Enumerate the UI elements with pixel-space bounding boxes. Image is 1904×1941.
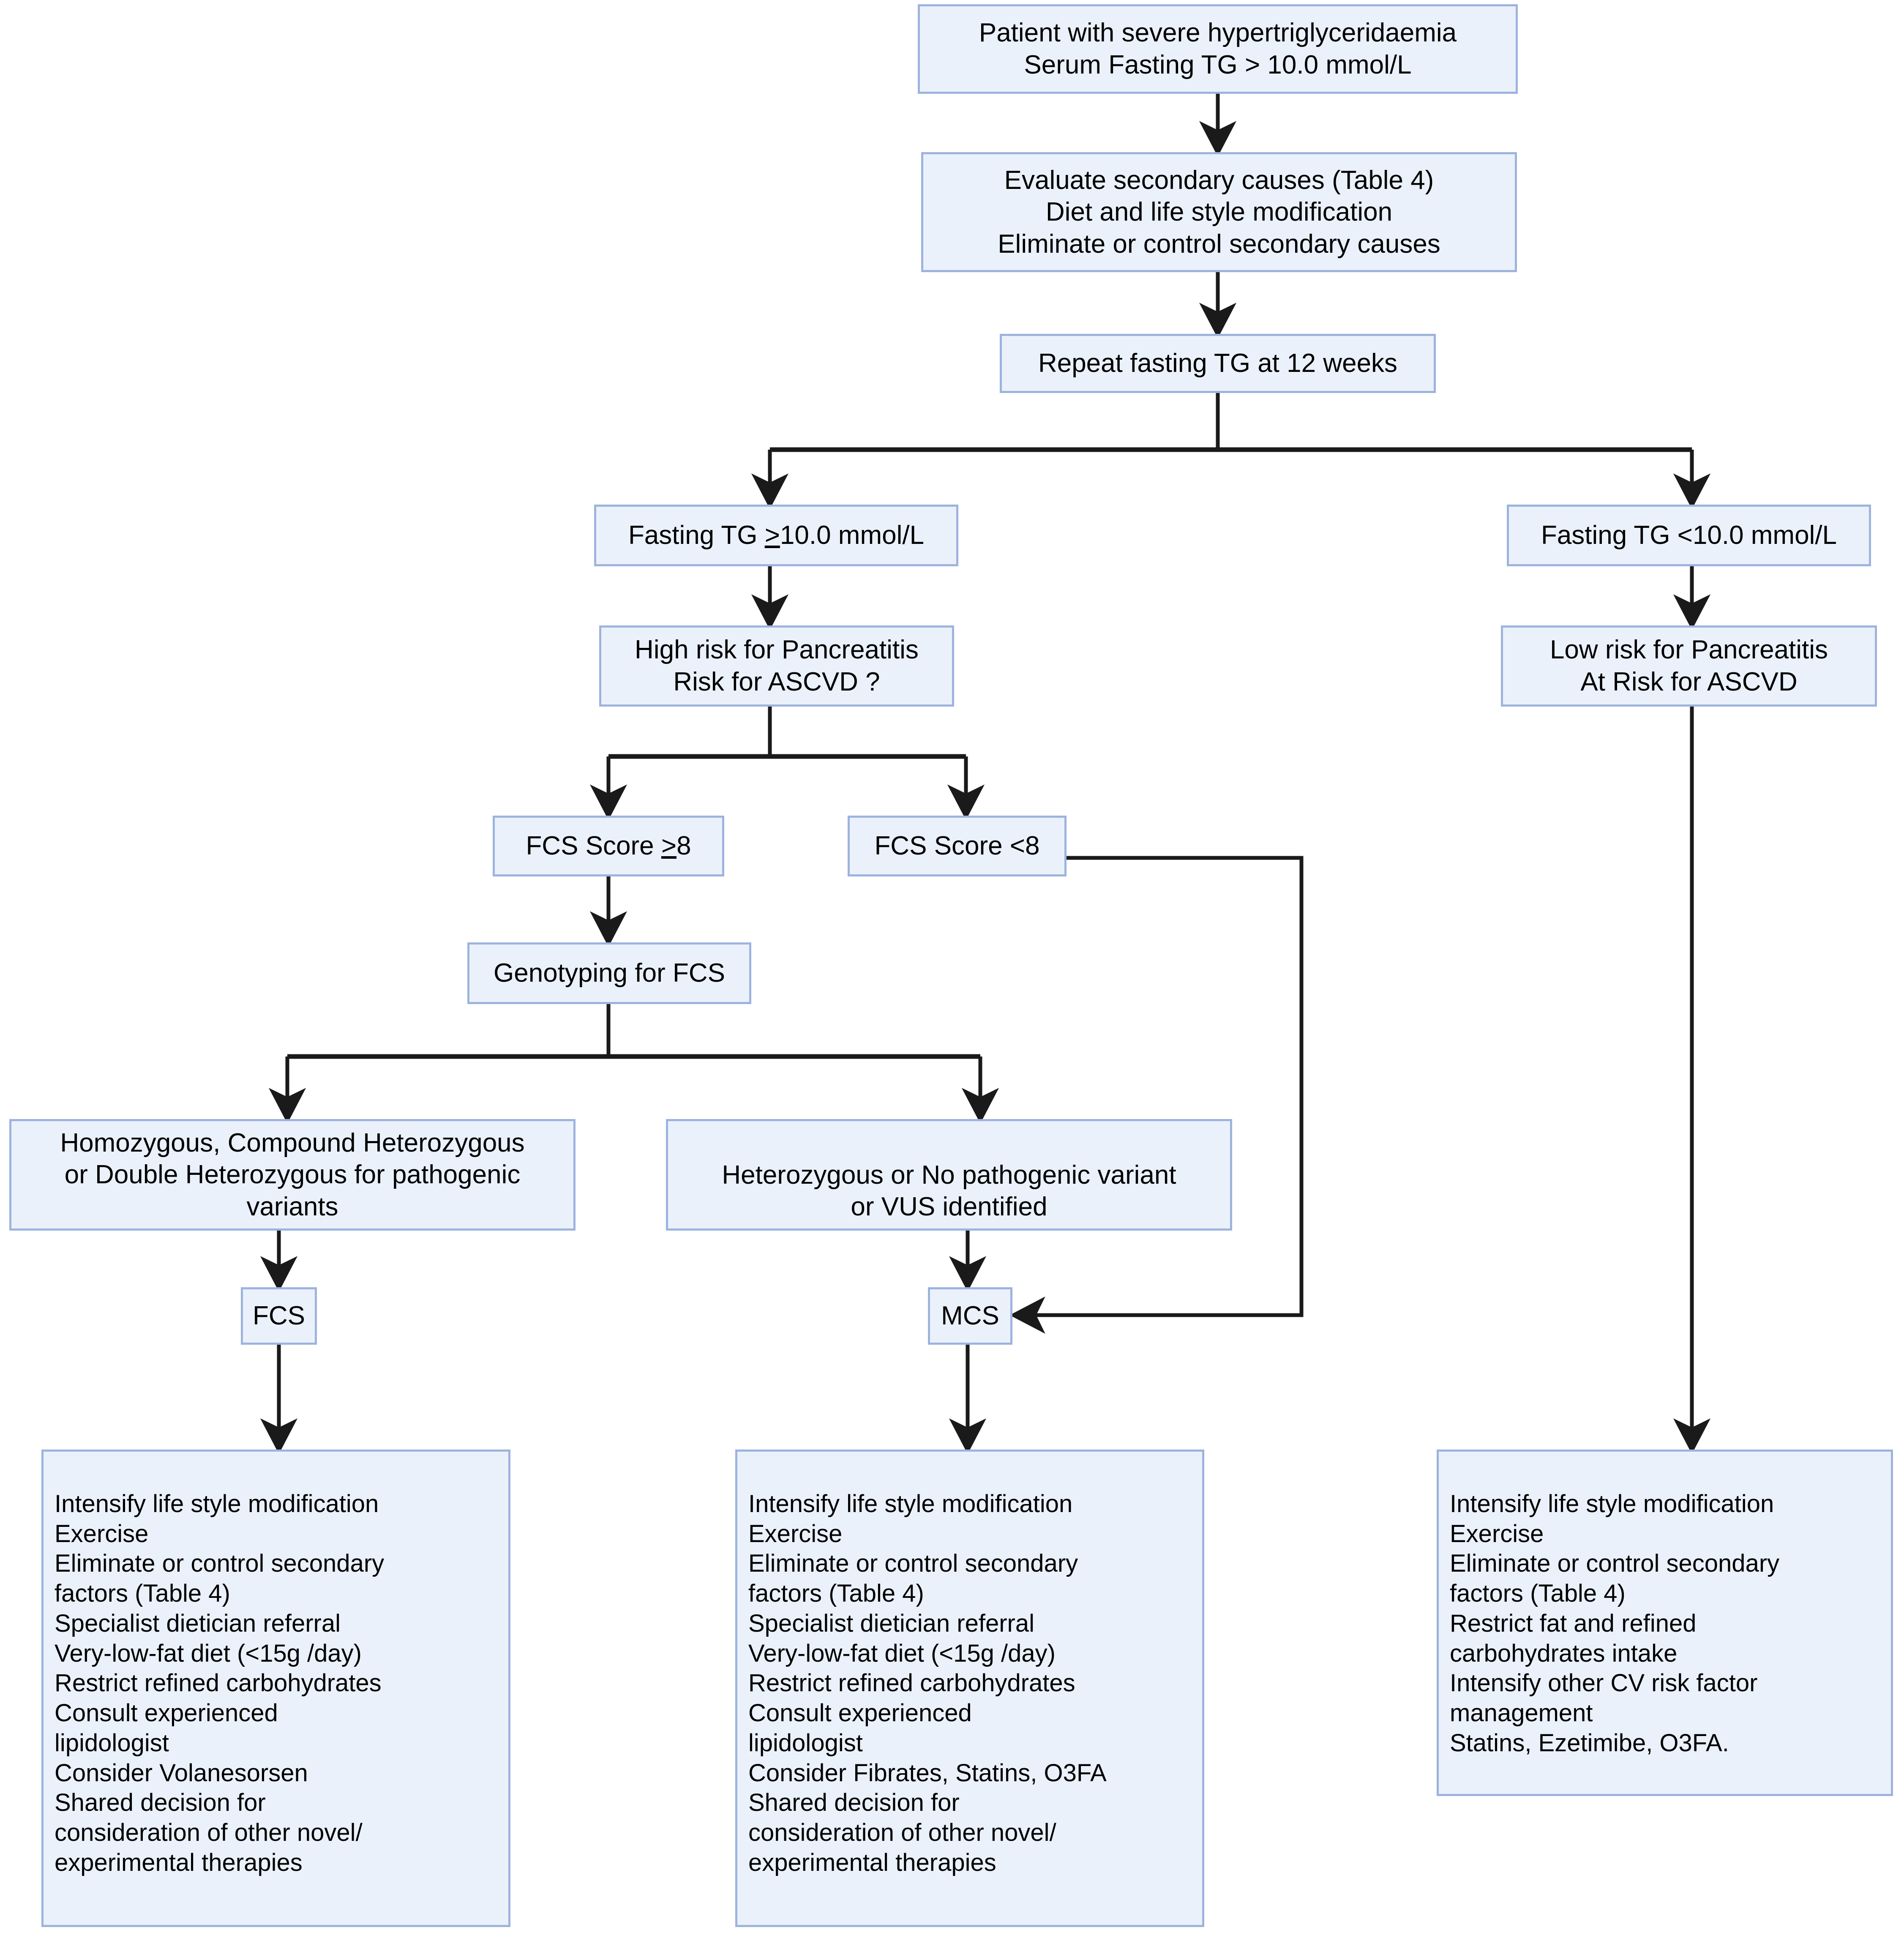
node-fcs-ge8-label: FCS Score >8	[526, 831, 691, 861]
node-low-risk-pancreatitis[interactable]: Low risk for Pancreatitis At Risk for AS…	[1501, 625, 1877, 707]
node-fasting-tg-low[interactable]: Fasting TG <10.0 mmol/L	[1507, 505, 1871, 566]
node-homozygous-label: Homozygous, Compound Heterozygous or Dou…	[60, 1128, 525, 1221]
node-tg-high-label: Fasting TG >10.0 mmol/L	[628, 521, 925, 550]
node-low-risk-label: Low risk for Pancreatitis At Risk for AS…	[1549, 635, 1828, 696]
node-heterozygous-label: Heterozygous or No pathogenic variant or…	[722, 1160, 1176, 1222]
node-evaluate-secondary-causes[interactable]: Evaluate secondary causes (Table 4) Diet…	[921, 152, 1517, 272]
greater-or-equal-glyph: >	[661, 831, 677, 861]
node-mcs-label: MCS	[941, 1301, 999, 1331]
node-patient-label: Patient with severe hypertriglyceridaemi…	[979, 18, 1457, 79]
node-treatment-fcs-label: Intensify life style modification Exerci…	[55, 1490, 385, 1876]
node-heterozygous-variants[interactable]: Heterozygous or No pathogenic variant or…	[666, 1119, 1232, 1231]
node-fcs-score-lt8[interactable]: FCS Score <8	[848, 816, 1067, 876]
node-fasting-tg-high[interactable]: Fasting TG >10.0 mmol/L	[594, 505, 958, 566]
greater-or-equal-glyph: >	[764, 521, 780, 550]
edge-lt8-to-mcs	[1009, 856, 1304, 1334]
node-repeat-label: Repeat fasting TG at 12 weeks	[1038, 349, 1398, 378]
node-fcs-lt8-label: FCS Score <8	[874, 831, 1040, 861]
node-high-risk-label: High risk for Pancreatitis Risk for ASCV…	[635, 635, 919, 696]
node-genotyping-for-fcs[interactable]: Genotyping for FCS	[467, 942, 751, 1004]
node-treatment-mcs[interactable]: Intensify life style modification Exerci…	[735, 1450, 1204, 1927]
node-fcs[interactable]: FCS	[241, 1287, 317, 1345]
node-high-risk-pancreatitis[interactable]: High risk for Pancreatitis Risk for ASCV…	[599, 625, 954, 707]
node-mcs[interactable]: MCS	[928, 1287, 1012, 1345]
node-fcs-score-ge8[interactable]: FCS Score >8	[493, 816, 724, 876]
node-evaluate-label: Evaluate secondary causes (Table 4) Diet…	[998, 165, 1440, 259]
node-treatment-fcs[interactable]: Intensify life style modification Exerci…	[41, 1450, 510, 1927]
node-treatment-low-risk[interactable]: Intensify life style modification Exerci…	[1437, 1450, 1893, 1796]
node-genotyping-label: Genotyping for FCS	[494, 958, 725, 988]
node-fcs-label: FCS	[253, 1301, 305, 1331]
node-treatment-low-label: Intensify life style modification Exerci…	[1450, 1490, 1780, 1757]
node-treatment-mcs-label: Intensify life style modification Exerci…	[748, 1490, 1107, 1876]
node-homozygous-variants[interactable]: Homozygous, Compound Heterozygous or Dou…	[9, 1119, 576, 1231]
node-patient[interactable]: Patient with severe hypertriglyceridaemi…	[918, 4, 1518, 94]
node-repeat-fasting-tg[interactable]: Repeat fasting TG at 12 weeks	[1000, 334, 1436, 393]
node-tg-low-label: Fasting TG <10.0 mmol/L	[1541, 521, 1837, 550]
